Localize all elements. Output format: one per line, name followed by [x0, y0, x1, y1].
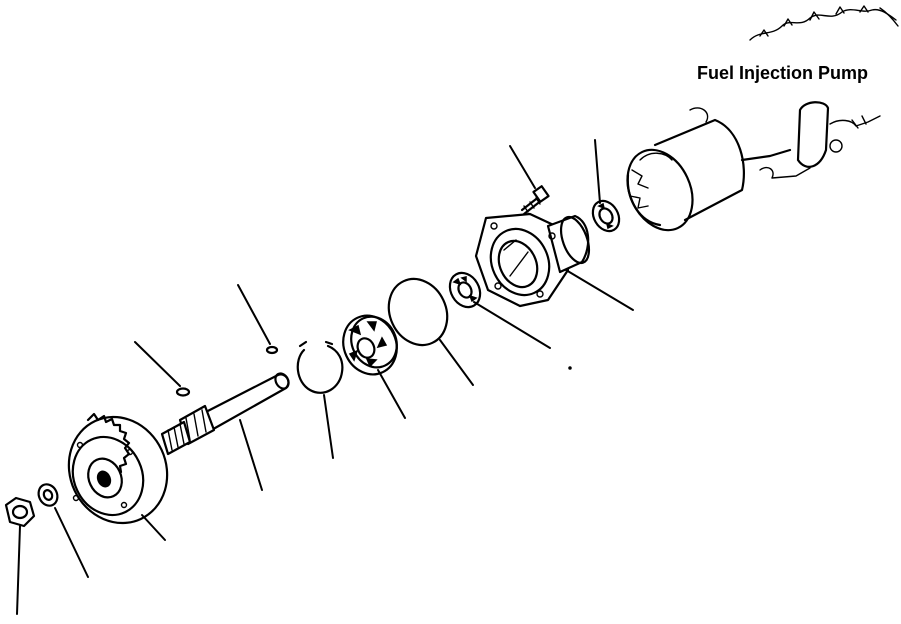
leader-washer	[54, 507, 89, 578]
leader-snap-ring	[323, 394, 334, 459]
drive-gear	[67, 412, 169, 525]
o-ring	[387, 277, 449, 347]
pump-top-outline	[749, 5, 899, 41]
leader-key-lower	[134, 341, 181, 387]
gear-housing	[474, 212, 591, 308]
leader-o-ring	[439, 339, 474, 386]
leader-gear	[141, 514, 166, 541]
bearing-large	[591, 199, 621, 233]
roller-bearing	[342, 314, 398, 376]
drive-shaft	[160, 372, 290, 456]
pump-body	[626, 101, 881, 232]
key-upper	[265, 345, 279, 355]
key-lower	[175, 387, 191, 397]
leader-bearing-large	[594, 139, 601, 204]
bolt	[520, 185, 550, 216]
leader-bolt	[509, 145, 536, 189]
stray-dot	[568, 366, 572, 370]
snap-ring	[296, 340, 344, 394]
nut	[4, 496, 36, 528]
leader-key-upper	[237, 284, 271, 345]
leader-roller-bearing	[377, 369, 406, 419]
leader-lines	[16, 139, 634, 615]
leader-bearing-small	[473, 301, 551, 349]
pump-label: Fuel Injection Pump	[697, 63, 869, 83]
leader-shaft	[239, 419, 263, 491]
leader-housing	[565, 269, 634, 311]
leader-nut	[16, 525, 21, 615]
washer	[37, 483, 59, 507]
bearing-small	[448, 271, 482, 309]
